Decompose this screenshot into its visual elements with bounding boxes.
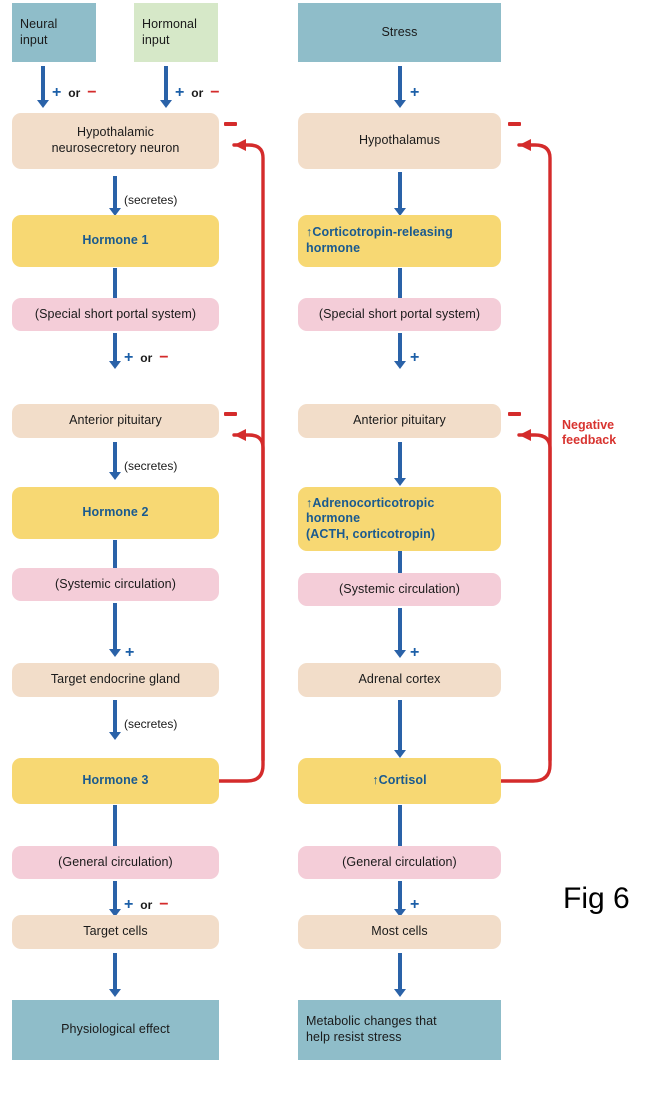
node-acth: ↑Adrenocorticotropic hormone (ACTH, cort… [298, 487, 501, 551]
node-hypothalamus: Hypothalamus [298, 113, 501, 169]
plus-glyph: + [124, 896, 134, 913]
node-systemic-circulation-label: (Systemic circulation) [55, 576, 176, 591]
negative-feedback-label: Negative feedback [562, 418, 617, 447]
node-hormone-1-label: Hormone 1 [82, 233, 149, 248]
line-hormone3-to-general [113, 805, 117, 846]
node-short-portal-system: (Special short portal system) [12, 298, 219, 331]
node-hormone-2: Hormone 2 [12, 487, 219, 539]
plus-glyph: + [410, 644, 420, 661]
node-short-portal-system-2-label: (Special short portal system) [318, 306, 481, 321]
line-cortisol-to-general [398, 805, 402, 846]
minus-glyph: − [159, 349, 169, 366]
node-hypothalamic-neuron: Hypothalamic neurosecretory neuron [12, 113, 219, 169]
node-physiological-effect-label: Physiological effect [61, 1022, 170, 1037]
plus-glyph: + [52, 84, 62, 101]
node-anterior-pituitary: Anterior pituitary [12, 404, 219, 438]
node-anterior-pituitary-2: Anterior pituitary [298, 404, 501, 438]
node-physiological-effect: Physiological effect [12, 1000, 219, 1060]
node-crh-label: ↑Corticotropin-releasing hormone [306, 225, 453, 255]
or-text: or [136, 898, 156, 912]
node-anterior-pituitary-label: Anterior pituitary [69, 413, 162, 428]
node-hypothalamus-label: Hypothalamus [358, 133, 441, 148]
node-cortisol-label: ↑Cortisol [372, 773, 427, 788]
sign-portal-to-pituitary: + or − [124, 350, 169, 366]
or-text: or [64, 86, 84, 100]
node-stress-label: Stress [381, 24, 418, 39]
feedback-minus-right-pituitary [508, 412, 521, 416]
feedback-minus-right-hypothalamus [508, 122, 521, 126]
node-target-cells: Target cells [12, 915, 219, 949]
node-crh: ↑Corticotropin-releasing hormone [298, 215, 501, 267]
plus-glyph: + [410, 84, 420, 101]
sign-systemic-to-adrenal: + [410, 645, 419, 661]
node-short-portal-system-2: (Special short portal system) [298, 298, 501, 331]
sign-general-to-most-cells: + [410, 897, 419, 913]
plus-glyph: + [175, 84, 185, 101]
node-neural-input: Neural input [12, 3, 96, 62]
sign-general-to-target-cells: + or − [124, 897, 169, 913]
node-target-cells-label: Target cells [83, 924, 148, 939]
node-hormone-3-label: Hormone 3 [82, 773, 149, 788]
node-adrenal-cortex-label: Adrenal cortex [358, 672, 441, 687]
minus-glyph: − [87, 84, 97, 101]
sign-systemic-to-target-gland: + [125, 645, 134, 661]
note-gland-secretes: (secretes) [124, 717, 178, 731]
node-stress: Stress [298, 3, 501, 62]
figure-caption: Fig 6 [563, 882, 630, 915]
line-hormone2-to-systemic [113, 540, 117, 568]
node-hormonal-input: Hormonal input [134, 3, 218, 62]
minus-glyph: − [210, 84, 220, 101]
node-systemic-circulation-2: (Systemic circulation) [298, 573, 501, 606]
node-metabolic-changes: Metabolic changes that help resist stres… [298, 1000, 501, 1060]
node-most-cells: Most cells [298, 915, 501, 949]
sign-portal-to-pituitary-2: + [410, 350, 419, 366]
note-pituitary-secretes: (secretes) [124, 459, 178, 473]
node-hormonal-input-label: Hormonal input [142, 16, 197, 47]
sign-hormonal-to-hypothalamic: + or − [175, 85, 220, 101]
feedback-minus-left-pituitary [224, 412, 237, 416]
node-target-endocrine-gland-label: Target endocrine gland [50, 672, 181, 687]
node-hypothalamic-neuron-label: Hypothalamic neurosecretory neuron [51, 125, 180, 155]
line-acth-to-systemic [398, 551, 402, 573]
line-hormone1-to-portal [113, 268, 117, 298]
node-hormone-1: Hormone 1 [12, 215, 219, 267]
plus-glyph: + [125, 644, 135, 661]
node-short-portal-system-label: (Special short portal system) [34, 306, 197, 321]
line-crh-to-portal [398, 268, 402, 298]
or-text: or [136, 351, 156, 365]
increase-arrow-icon: ↑ [372, 773, 379, 788]
node-systemic-circulation-2-label: (Systemic circulation) [339, 581, 460, 596]
node-neural-input-label: Neural input [20, 16, 58, 47]
plus-glyph: + [124, 349, 134, 366]
or-text: or [187, 86, 207, 100]
node-general-circulation-2-label: (General circulation) [342, 854, 457, 869]
sign-stress-to-hypothalamus: + [410, 85, 419, 101]
node-hormone-2-label: Hormone 2 [82, 505, 149, 520]
node-anterior-pituitary-2-label: Anterior pituitary [353, 413, 446, 428]
plus-glyph: + [410, 896, 420, 913]
node-target-endocrine-gland: Target endocrine gland [12, 663, 219, 697]
note-hypothalamic-secretes: (secretes) [124, 193, 178, 207]
node-systemic-circulation: (Systemic circulation) [12, 568, 219, 601]
node-general-circulation-2: (General circulation) [298, 846, 501, 879]
node-metabolic-changes-label: Metabolic changes that help resist stres… [306, 1014, 437, 1044]
node-most-cells-label: Most cells [371, 924, 428, 939]
sign-neural-to-hypothalamic: + or − [52, 85, 97, 101]
feedback-minus-left-hypothalamic [224, 122, 237, 126]
node-general-circulation-label: (General circulation) [58, 854, 173, 869]
increase-arrow-icon: ↑ [306, 495, 313, 510]
plus-glyph: + [410, 349, 420, 366]
node-acth-label: ↑Adrenocorticotropic hormone (ACTH, cort… [306, 495, 436, 541]
increase-arrow-icon: ↑ [306, 225, 313, 240]
node-adrenal-cortex: Adrenal cortex [298, 663, 501, 697]
node-general-circulation: (General circulation) [12, 846, 219, 879]
minus-glyph: − [159, 896, 169, 913]
node-cortisol: ↑Cortisol [298, 758, 501, 804]
node-hormone-3: Hormone 3 [12, 758, 219, 804]
